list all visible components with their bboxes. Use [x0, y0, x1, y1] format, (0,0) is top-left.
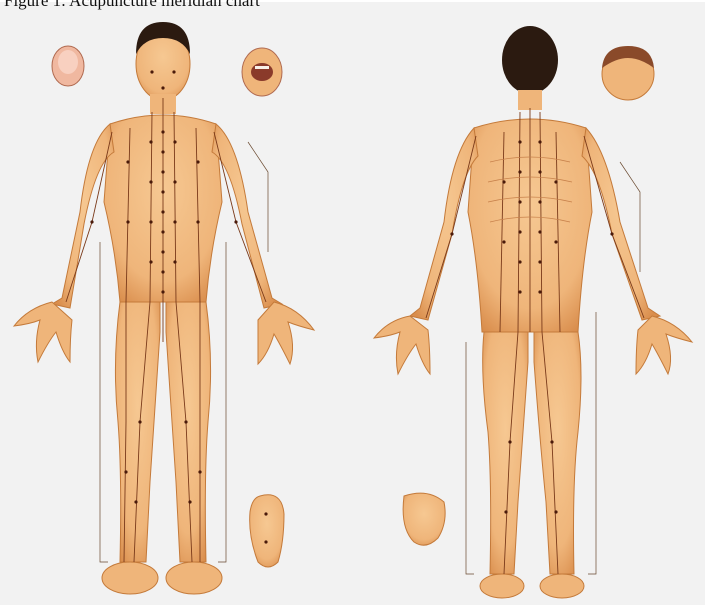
tongue-inset	[52, 46, 84, 86]
mouth-inset	[242, 48, 282, 96]
figure-caption: Figure 1: Acupuncture meridian chart	[4, 0, 260, 11]
perineum-inset	[403, 493, 445, 545]
head-back-inset	[602, 46, 654, 100]
foot-sole-inset	[250, 495, 284, 567]
